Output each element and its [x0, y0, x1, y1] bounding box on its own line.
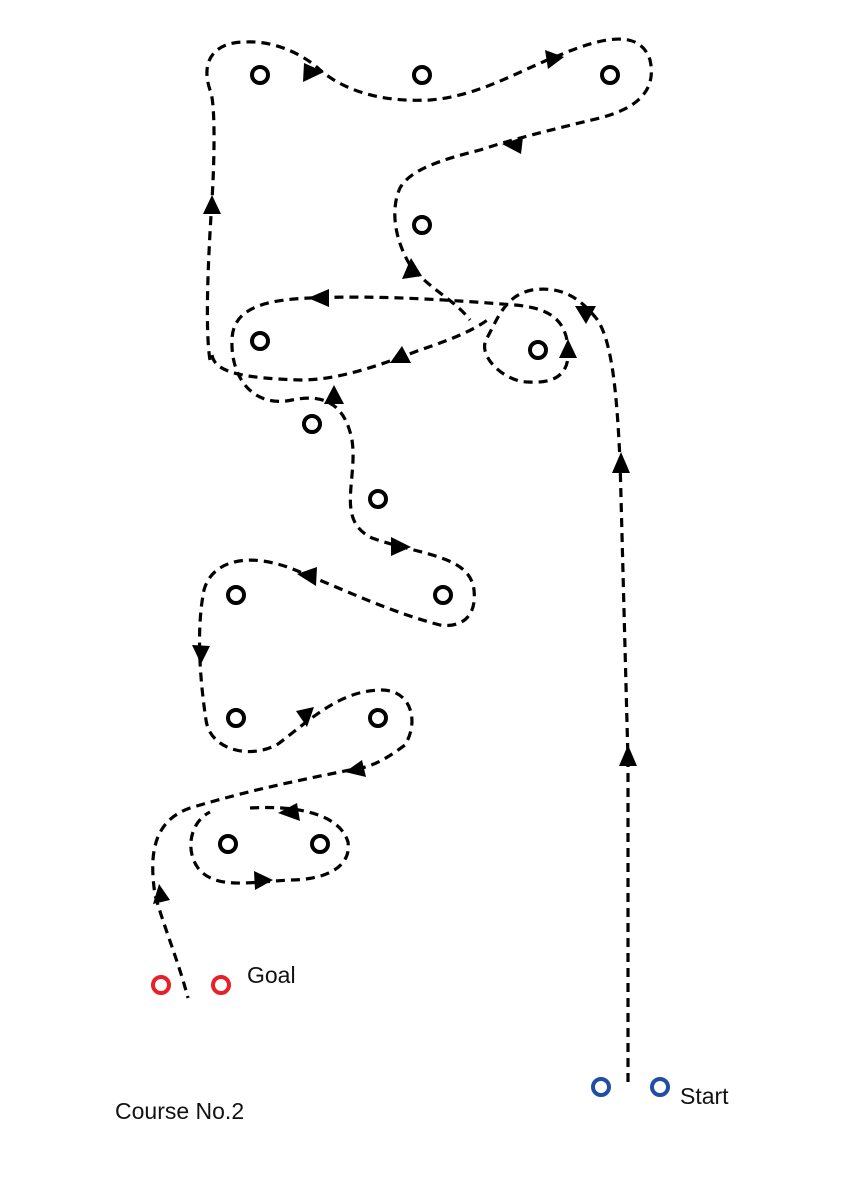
cone-icon — [250, 331, 270, 351]
direction-arrow-icon — [308, 289, 329, 307]
goal-label: Goal — [247, 962, 296, 988]
direction-arrows — [153, 50, 637, 904]
direction-arrow-icon — [545, 50, 564, 69]
direction-arrow-icon — [192, 645, 210, 664]
direction-arrow-icon — [575, 306, 596, 324]
course-route-lower-loop — [189, 805, 350, 885]
cone-icon — [600, 65, 620, 85]
direction-arrow-icon — [345, 760, 366, 777]
cone-icon — [368, 489, 388, 509]
course-route-path — [151, 287, 630, 1082]
direction-arrow-icon — [390, 346, 411, 363]
cone-icon — [412, 215, 432, 235]
cone-icon — [226, 708, 246, 728]
direction-arrow-icon — [278, 803, 300, 821]
direction-arrow-icon — [153, 884, 170, 904]
direction-arrow-icon — [391, 537, 411, 556]
direction-arrow-icon — [324, 385, 344, 404]
direction-arrow-icon — [619, 745, 637, 766]
cone-icon — [302, 414, 322, 434]
start-cone-right-icon — [650, 1077, 670, 1097]
cone-icon — [528, 340, 548, 360]
direction-arrow-icon — [303, 63, 324, 82]
cone-icon — [226, 585, 246, 605]
goal-cone-right-icon — [211, 975, 231, 995]
cone-icon — [412, 65, 432, 85]
direction-arrow-icon — [402, 258, 422, 279]
direction-arrow-icon — [296, 707, 314, 727]
cone-icon — [310, 834, 330, 854]
goal-marker: Goal — [151, 962, 296, 995]
direction-arrow-icon — [502, 137, 523, 154]
cone-icon — [433, 585, 453, 605]
start-marker: Start — [591, 1077, 729, 1109]
course-route-middle-crossing — [210, 316, 491, 382]
direction-arrow-icon — [559, 339, 577, 358]
goal-cone-left-icon — [151, 975, 171, 995]
start-label: Start — [680, 1083, 729, 1109]
direction-arrow-icon — [203, 195, 221, 214]
direction-arrow-icon — [612, 452, 630, 473]
start-cone-left-icon — [591, 1077, 611, 1097]
cone-icon — [250, 65, 270, 85]
cone-icon — [218, 834, 238, 854]
direction-arrow-icon — [254, 871, 273, 890]
course-title: Course No.2 — [115, 1098, 244, 1124]
cone-icon — [368, 708, 388, 728]
direction-arrow-icon — [297, 567, 317, 586]
cones — [218, 65, 620, 854]
